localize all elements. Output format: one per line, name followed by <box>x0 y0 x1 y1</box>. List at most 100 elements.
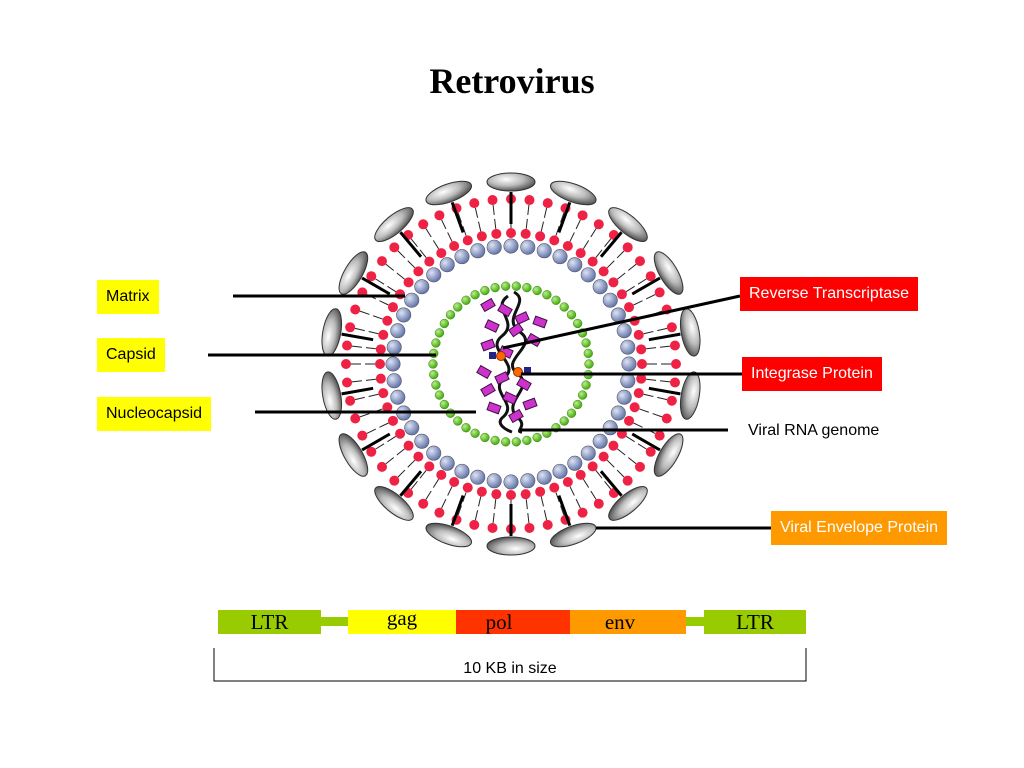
capsid-bead <box>390 389 406 405</box>
lipid-tail-inner <box>595 470 603 479</box>
lipid-head-outer <box>645 271 656 282</box>
lipid-tail-inner <box>396 448 405 456</box>
lipid-tail-outer <box>590 228 597 238</box>
envelope-spike <box>653 251 684 295</box>
lipid-head-outer <box>654 430 665 441</box>
lipid-tail-inner <box>379 300 389 306</box>
leader-reverse-transcriptase <box>502 294 741 350</box>
lipid-head-inner <box>520 228 531 239</box>
lipid-tail-outer <box>560 505 565 516</box>
lipid-tail-outer <box>616 250 625 259</box>
label-nucleocapsid: Nucleocapsid <box>97 397 212 431</box>
capsid-bead <box>616 323 632 339</box>
nucleocapsid-bead <box>470 290 480 300</box>
segment-ltr-right-bar <box>704 610 806 634</box>
lipid-tail-outer <box>385 457 395 465</box>
capsid-bead <box>580 445 596 461</box>
envelope-spike <box>321 371 343 420</box>
lipid-head-inner <box>637 359 647 369</box>
lipid-tail-outer <box>397 250 406 259</box>
capsid-bead <box>454 463 470 479</box>
nucleocapsid-bead <box>572 399 583 410</box>
genome-connector-right <box>685 617 705 626</box>
lipid-head-inner <box>424 461 435 472</box>
lipid-tail-outer <box>627 263 637 271</box>
lipid-head-inner <box>375 373 386 384</box>
capsid-bead <box>503 238 519 254</box>
lipid-head-outer <box>350 304 361 315</box>
nucleocapsid-bead <box>501 281 511 291</box>
envelope-layer <box>321 172 701 556</box>
capsid-bead <box>503 474 519 490</box>
lipid-head-inner <box>476 486 487 497</box>
rna-binding-protein <box>486 401 502 415</box>
lipid-head-inner <box>449 477 460 488</box>
lipid-tail-inner <box>646 378 657 381</box>
lipid-head-outer <box>376 256 387 267</box>
capsid-bead <box>621 356 637 372</box>
capsid-bead <box>552 463 568 479</box>
lipid-head-inner <box>587 256 598 267</box>
lipid-tail-outer <box>560 212 565 223</box>
nucleocapsid-bead <box>583 348 593 359</box>
lipid-head-outer <box>622 242 633 253</box>
capsid-bead <box>567 455 583 471</box>
enzyme-marker <box>524 367 531 374</box>
nucleocapsid-bead <box>522 282 532 293</box>
lipid-head-inner <box>476 231 487 242</box>
spike-stalk <box>361 432 391 452</box>
lipid-head-outer <box>635 256 646 267</box>
spike-stalk <box>341 386 374 396</box>
lipid-head-outer <box>418 498 429 509</box>
rna-binding-protein <box>514 311 530 325</box>
lipid-tail-inner <box>625 285 635 293</box>
lipid-tail-inner <box>478 496 482 507</box>
capsid-bead <box>486 473 502 489</box>
lipid-tail-inner <box>582 240 590 250</box>
lipid-head-outer <box>366 446 377 457</box>
rna-binding-protein <box>508 408 524 424</box>
rna-binding-protein <box>484 319 500 333</box>
capsid-layer <box>385 238 637 490</box>
lipid-head-inner <box>413 266 424 277</box>
lipid-head-outer <box>577 507 588 518</box>
lipid-tail-inner <box>387 435 397 443</box>
lipid-head-inner <box>608 440 619 451</box>
nucleocapsid-bead <box>434 390 445 400</box>
lipid-head-inner <box>624 415 635 426</box>
capsid-bead <box>592 433 608 449</box>
rna-binding-protein <box>508 322 524 338</box>
rna-binding-protein <box>516 376 532 392</box>
size-bracket <box>213 648 807 682</box>
lipid-tail-outer <box>474 207 479 218</box>
capsid-bead <box>552 249 568 265</box>
lipid-head-inner <box>378 329 389 340</box>
lipid-tail-outer <box>359 413 370 418</box>
lipid-tail-inner <box>569 232 575 242</box>
lipid-tail-inner <box>419 470 427 479</box>
lipid-tail-outer <box>375 278 385 285</box>
capsid-bead <box>536 469 552 485</box>
nucleocapsid-bead <box>542 290 552 300</box>
lipid-head-inner <box>575 469 586 480</box>
lipid-head-outer <box>666 322 677 333</box>
lipid-head-outer <box>342 377 353 388</box>
lipid-head-outer <box>487 195 498 206</box>
lipid-tail-inner <box>365 347 376 350</box>
lipid-head-outer <box>671 359 681 369</box>
envelope-spike <box>486 536 536 556</box>
lipid-head-outer <box>341 359 351 369</box>
lipid-tail-inner <box>373 315 383 320</box>
lipid-tail-outer <box>351 380 362 383</box>
lipid-head-outer <box>622 475 633 486</box>
nucleocapsid-bead <box>470 428 480 438</box>
lipid-head-inner <box>616 289 627 300</box>
capsid-bead <box>396 307 412 323</box>
spike-stalk <box>399 231 423 258</box>
lipid-tail-outer <box>425 228 432 238</box>
lipid-tail-inner <box>387 285 397 293</box>
nucleocapsid-bead <box>584 359 594 369</box>
lipid-tail-inner <box>617 272 626 280</box>
nucleocapsid-bead <box>429 369 439 380</box>
lipid-tail-outer <box>457 212 462 223</box>
